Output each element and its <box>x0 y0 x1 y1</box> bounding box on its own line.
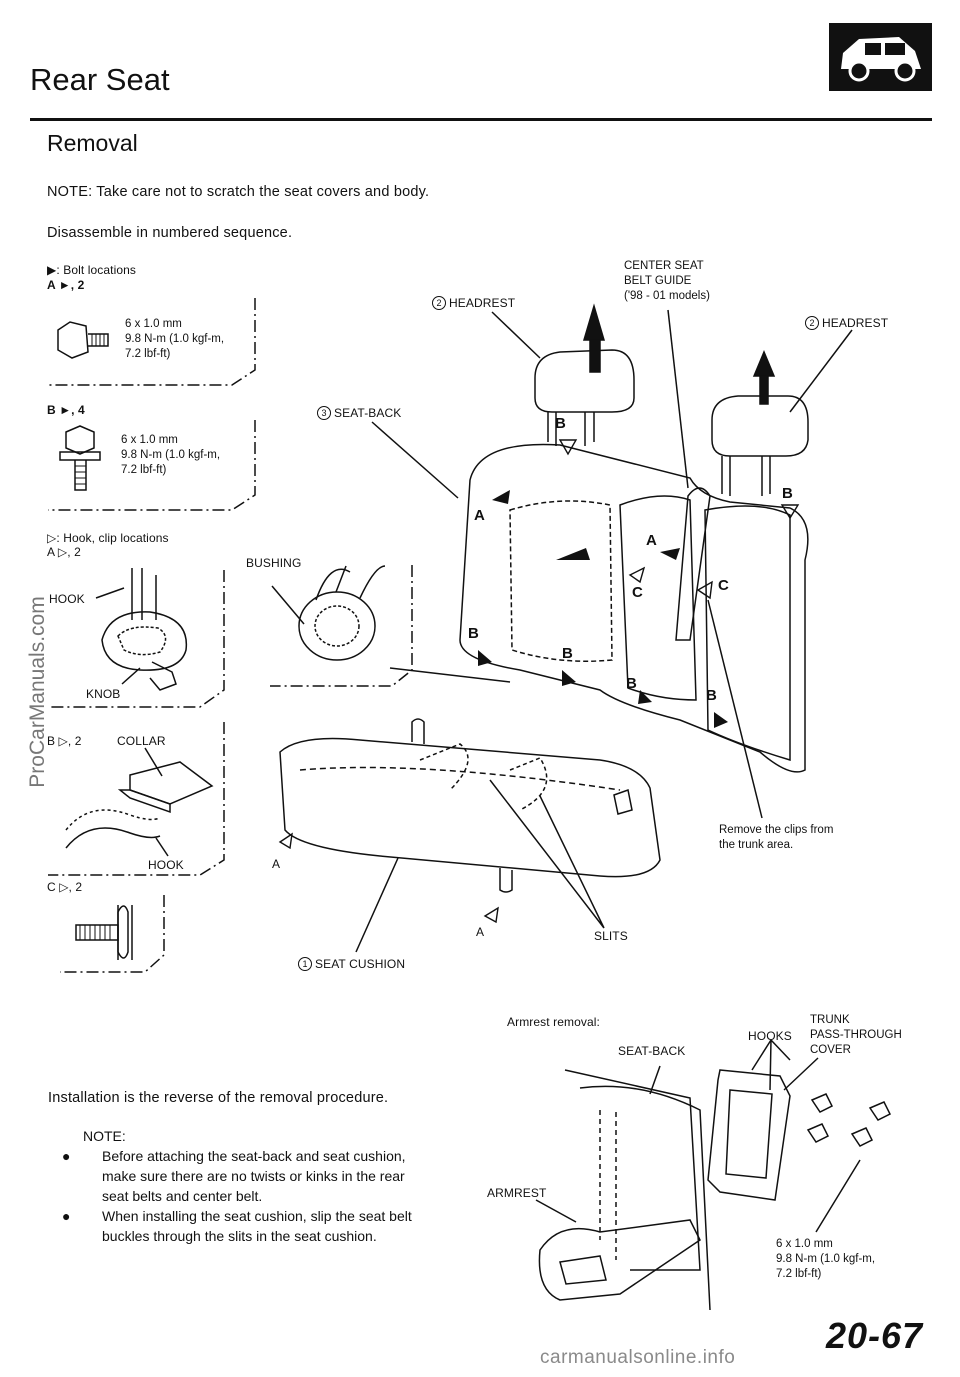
hook-label: HOOK <box>49 592 85 606</box>
bullet-dot: ● <box>62 1148 71 1164</box>
clips-note-line-1: Remove the clips from <box>719 824 834 836</box>
center-guide-line-1: CENTER SEAT <box>624 260 704 272</box>
step-3-badge: 3 <box>317 406 331 420</box>
bullet-dot: ● <box>62 1208 71 1224</box>
step-2-badge: 2 <box>432 296 446 310</box>
clip-legend: ▷: Hook, clip locations <box>47 531 169 545</box>
seat-cushion-text: SEAT CUSHION <box>315 957 406 971</box>
clip-a-mark-1: A <box>272 857 281 871</box>
bullet-1-line-1: Before attaching the seat-back and seat … <box>102 1148 406 1164</box>
footer-watermark: carmanualsonline.info <box>540 1347 736 1368</box>
knob-label: KNOB <box>86 687 121 701</box>
section-title: Removal <box>47 130 138 156</box>
marker-c: C <box>718 577 729 594</box>
side-watermark: ProCarManuals.com <box>26 596 49 788</box>
center-belt-guide-label: CENTER SEAT BELT GUIDE ('98 - 01 models) <box>624 259 710 304</box>
bushing-label: BUSHING <box>246 556 302 570</box>
sequence-text: Disassemble in numbered sequence. <box>47 225 293 241</box>
bolt-a-ref: A ►, 2 <box>47 278 85 292</box>
clip-legend-label: : Hook, clip locations <box>56 531 169 545</box>
trunk-cover-label: TRUNK PASS-THROUGH COVER <box>810 1013 902 1058</box>
clips-note: Remove the clips from the trunk area. <box>719 823 833 853</box>
bolt-a-torque: 9.8 N-m (1.0 kgf-m, <box>125 333 225 345</box>
headrest-left-text: HEADREST <box>449 296 516 310</box>
marker-c: C <box>632 584 643 601</box>
step-2-badge: 2 <box>805 316 819 330</box>
install-bullet-2: ● When installing the seat cushion, slip… <box>62 1206 472 1246</box>
marker-b: B <box>562 645 573 662</box>
marker-b: B <box>782 485 793 502</box>
armrest-label: ARMREST <box>487 1186 547 1200</box>
collar-label: COLLAR <box>117 734 166 748</box>
note-text: NOTE: Take care not to scratch the seat … <box>47 184 430 200</box>
armrest-bolt-size: 6 x 1.0 mm <box>776 1238 833 1250</box>
clip-c-ref: C ▷, 2 <box>47 880 83 894</box>
trunk-line-1: TRUNK <box>810 1014 850 1026</box>
installation-text: Installation is the reverse of the remov… <box>48 1090 389 1106</box>
marker-b: B <box>626 675 637 692</box>
armrest-bolt-torque: 9.8 N-m (1.0 kgf-m, <box>776 1253 876 1265</box>
trunk-line-2: PASS-THROUGH <box>810 1029 902 1041</box>
bolt-a-lbf: 7.2 lbf-ft) <box>125 348 171 360</box>
bolt-legend: ▶: Bolt locations <box>47 263 136 277</box>
hook2-label: HOOK <box>148 858 184 872</box>
armrest-heading: Armrest removal: <box>507 1015 600 1029</box>
armrest-seat-back-label: SEAT-BACK <box>618 1044 686 1058</box>
install-note-label: NOTE: <box>83 1128 126 1144</box>
bolt-a-size: 6 x 1.0 mm <box>125 318 182 330</box>
bolt-b-ref: B ►, 4 <box>47 403 85 417</box>
marker-a: A <box>474 507 485 524</box>
marker-b: B <box>555 415 566 432</box>
car-silhouette-icon <box>841 37 921 82</box>
trunk-line-3: COVER <box>810 1044 851 1056</box>
bullet-1-line-3: seat belts and center belt. <box>102 1188 263 1204</box>
seat-back-text: SEAT-BACK <box>334 406 402 420</box>
headrest-right-text: HEADREST <box>822 316 889 330</box>
car-icon <box>829 23 932 91</box>
install-bullet-1: ● Before attaching the seat-back and sea… <box>62 1146 472 1206</box>
header-rule <box>30 118 932 121</box>
bullet-2-line-1: When installing the seat cushion, slip t… <box>102 1208 412 1224</box>
slits-label: SLITS <box>594 929 628 943</box>
bolt-b-spec: 6 x 1.0 mm 9.8 N-m (1.0 kgf-m, 7.2 lbf-f… <box>121 433 220 478</box>
marker-a: A <box>646 532 657 549</box>
bolt-legend-label: : Bolt locations <box>56 263 136 277</box>
bolt-a-spec: 6 x 1.0 mm 9.8 N-m (1.0 kgf-m, 7.2 lbf-f… <box>125 317 224 362</box>
bullet-1-line-2: make sure there are no twists or kinks i… <box>102 1168 405 1184</box>
center-guide-line-2: BELT GUIDE <box>624 275 692 287</box>
clip-b-ref: B ▷, 2 <box>47 734 82 748</box>
page-number: 20-67 <box>826 1315 924 1356</box>
marker-b: B <box>706 687 717 704</box>
clips-note-line-2: the trunk area. <box>719 839 794 851</box>
page-title: Rear Seat <box>30 62 170 97</box>
bullet-2-line-2: buckles through the slits in the seat cu… <box>102 1228 377 1244</box>
clip-a-mark-2: A <box>476 925 485 939</box>
hooks-label: HOOKS <box>748 1029 792 1043</box>
center-guide-line-3: ('98 - 01 models) <box>624 290 710 302</box>
armrest-bolt-lbf: 7.2 lbf-ft) <box>776 1268 822 1280</box>
bolt-b-torque: 9.8 N-m (1.0 kgf-m, <box>121 449 221 461</box>
step-1-badge: 1 <box>298 957 312 971</box>
bolt-b-lbf: 7.2 lbf-ft) <box>121 464 167 476</box>
clip-a-ref: A ▷, 2 <box>47 545 81 559</box>
bolt-b-size: 6 x 1.0 mm <box>121 434 178 446</box>
armrest-bolt-spec: 6 x 1.0 mm 9.8 N-m (1.0 kgf-m, 7.2 lbf-f… <box>776 1237 875 1282</box>
marker-b: B <box>468 625 479 642</box>
